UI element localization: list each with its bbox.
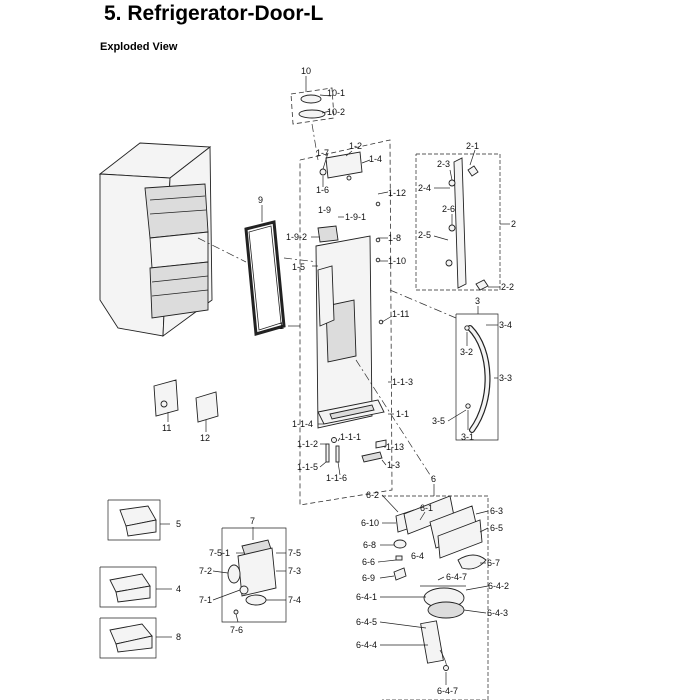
label-6-3: 6-3 [490,506,503,516]
label-3: 3 [475,296,480,306]
label-6-4-7-a: 6-4-7 [446,572,467,582]
label-6-7-a: 6-7 [487,558,500,568]
label-3-4: 3-4 [499,320,512,330]
label-7-2: 7-2 [199,566,212,576]
label-9: 9 [258,195,263,205]
accessory-trays-group [99,499,161,659]
label-5: 5 [176,519,181,529]
label-1-9: 1-9 [318,205,331,215]
label-6-6: 6-6 [362,557,375,567]
label-6-4-1: 6-4-1 [356,592,377,602]
small-cover-parts [153,379,219,423]
label-7: 7 [250,516,255,526]
label-1-1-1: 1-1-1 [340,432,361,442]
label-1-6: 1-6 [316,185,329,195]
label-6-4-4: 6-4-4 [356,640,377,650]
label-3-2: 3-2 [460,347,473,357]
label-2-3: 2-3 [437,159,450,169]
label-1-1: 1-1 [396,409,409,419]
dispenser-assembly-group [355,359,489,700]
label-1-13: 1-13 [386,442,404,452]
label-1-1-6: 1-1-6 [326,473,347,483]
label-6: 6 [431,474,436,484]
label-6-4: 6-4 [411,551,424,561]
callout-labels: 10 10-1 10-2 1-7 1-2 1-4 1-6 1-12 1-9 1-… [162,66,516,696]
label-1: 1 [279,321,284,331]
label-1-3: 1-3 [387,460,400,470]
label-10-1: 10-1 [327,88,345,98]
label-1-7: 1-7 [316,148,329,158]
label-6-4-5: 6-4-5 [356,617,377,627]
door-gasket-part [244,220,286,336]
label-2: 2 [511,219,516,229]
label-2-4: 2-4 [418,183,431,193]
label-2-5: 2-5 [418,230,431,240]
label-7-6: 7-6 [230,625,243,635]
leader-lines [156,76,510,685]
label-3-3: 3-3 [499,373,512,383]
label-6-10: 6-10 [361,518,379,528]
label-6-4-7-b: 6-4-7 [437,686,458,696]
label-1-10: 1-10 [388,256,406,266]
label-1-1-3: 1-1-3 [392,377,413,387]
page-title: 5. Refrigerator-Door-L [104,2,324,25]
door-assembly-group [299,139,393,506]
label-2-2: 2-2 [501,282,514,292]
label-7-1: 7-1 [199,595,212,605]
label-11: 11 [162,423,171,433]
label-7-5-1: 7-5-1 [209,548,230,558]
label-6-8: 6-8 [363,540,376,550]
label-1-9-1: 1-9-1 [345,212,366,222]
section-subtitle: Exploded View [100,41,178,53]
label-1-1-2: 1-1-2 [297,439,318,449]
label-10: 10 [301,66,311,76]
label-1-12: 1-12 [388,188,406,198]
label-7-4: 7-4 [288,595,301,605]
label-2-6: 2-6 [442,204,455,214]
label-6-4-3: 6-4-3 [487,608,508,618]
label-3-5: 3-5 [432,416,445,426]
label-2-1: 2-1 [466,141,479,151]
label-1-2: 1-2 [349,141,362,151]
dispenser-motor-group [221,527,287,623]
label-6-4-2: 6-4-2 [488,581,509,591]
label-1-1-4: 1-1-4 [292,419,313,429]
label-6-2: 6-2 [366,490,379,500]
hinge-assembly-group [415,153,501,291]
label-7-5: 7-5 [288,548,301,558]
label-10-2: 10-2 [327,107,345,117]
label-6-1: 6-1 [420,503,433,513]
label-12: 12 [200,433,210,443]
label-1-1-5: 1-1-5 [297,462,318,472]
label-1-11: 1-11 [392,309,409,319]
label-1-8: 1-8 [388,233,401,243]
label-6-9: 6-9 [362,573,375,583]
label-4: 4 [176,584,181,594]
label-7-3: 7-3 [288,566,301,576]
label-8: 8 [176,632,181,642]
door-handle-group [389,289,499,441]
label-1-5: 1-5 [292,262,305,272]
label-1-4: 1-4 [369,154,382,164]
top-hinge-cover-part [290,87,335,161]
label-1-9-2: 1-9-2 [286,232,307,242]
refrigerator-cabinet-illustration [98,142,213,337]
label-3-1: 3-1 [461,432,474,442]
label-6-5: 6-5 [490,523,503,533]
